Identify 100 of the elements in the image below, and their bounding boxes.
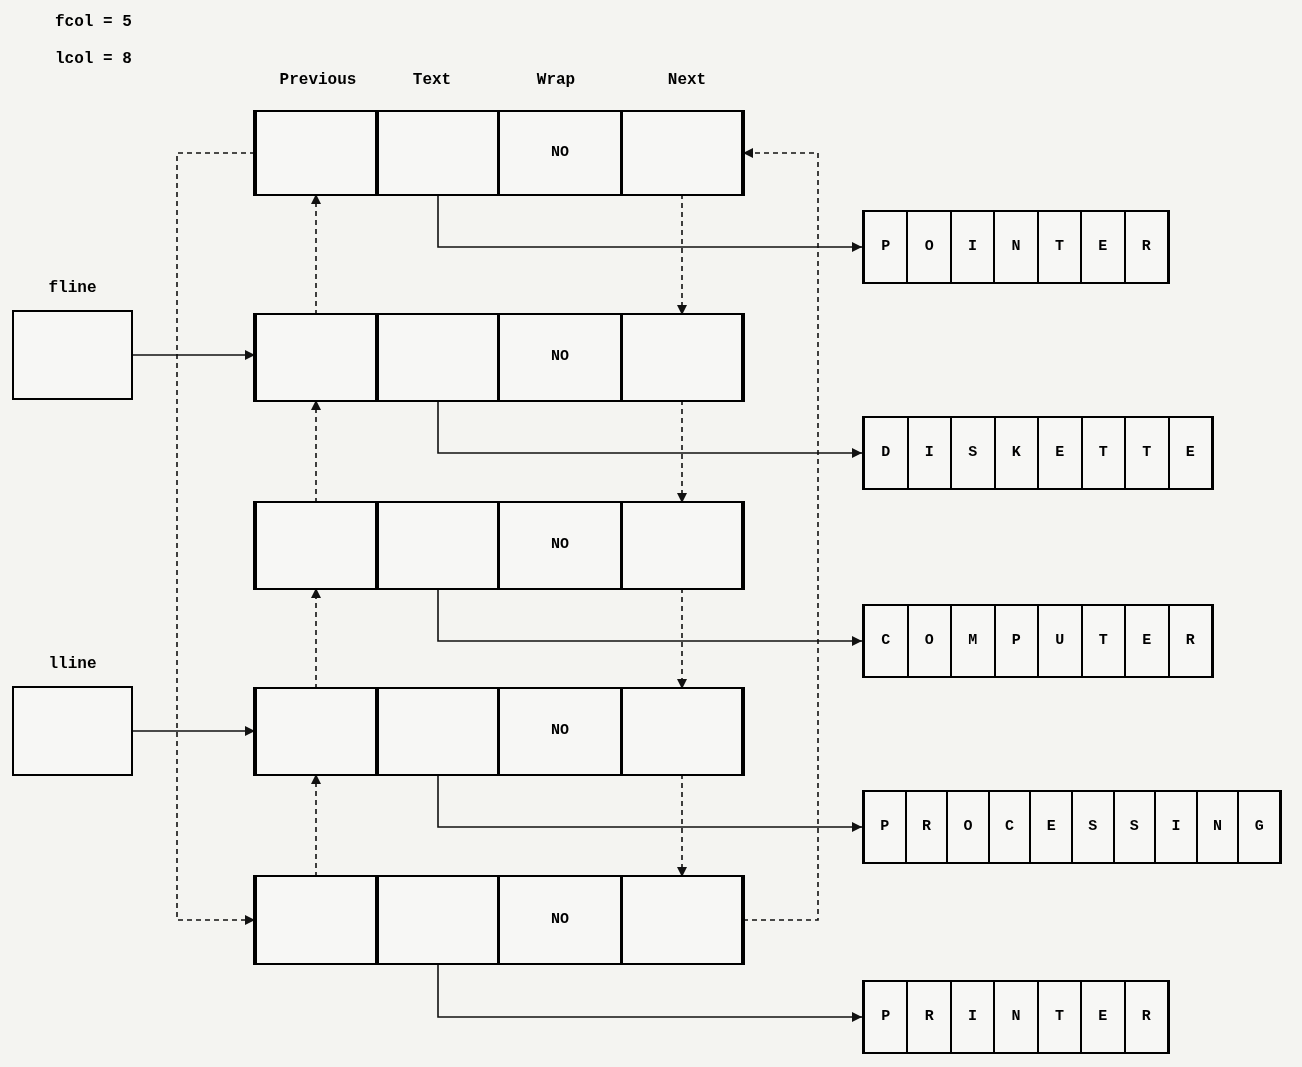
field-cell bbox=[951, 606, 995, 676]
field-cell bbox=[255, 315, 377, 400]
column-header: Previous bbox=[279, 70, 357, 91]
record-box bbox=[253, 875, 745, 965]
cell-text: I bbox=[924, 442, 934, 463]
cell-text: D bbox=[881, 442, 891, 463]
cell-text: R bbox=[1141, 1006, 1151, 1027]
column-header: Text bbox=[412, 70, 452, 91]
cell-text: R bbox=[1185, 630, 1195, 651]
cell-text: NO bbox=[551, 721, 569, 742]
cell-text: E bbox=[1185, 442, 1195, 463]
cell-text: U bbox=[1055, 630, 1065, 651]
field-cell bbox=[864, 418, 908, 488]
field-cell bbox=[907, 982, 951, 1052]
field-cell bbox=[994, 606, 1038, 676]
record-box bbox=[253, 313, 745, 402]
field-cell bbox=[621, 689, 743, 774]
field-cell bbox=[1124, 212, 1168, 282]
cell-text: C bbox=[881, 630, 891, 651]
cell-text: P bbox=[880, 816, 890, 837]
cell-text: T bbox=[1054, 1006, 1064, 1027]
cell-text: O bbox=[963, 816, 973, 837]
cell-text: NO bbox=[551, 909, 569, 930]
cell-text: G bbox=[1254, 816, 1264, 837]
record-box bbox=[862, 790, 1282, 864]
variable-name: lline bbox=[48, 654, 97, 675]
record-box bbox=[253, 687, 745, 776]
cell-text: P bbox=[881, 236, 891, 257]
column-header: Next bbox=[667, 70, 707, 91]
cell-text: M bbox=[968, 630, 978, 651]
field-cell bbox=[1030, 792, 1072, 862]
field-cell bbox=[255, 689, 377, 774]
variable-name: fline bbox=[48, 278, 97, 299]
record-box bbox=[253, 501, 745, 590]
field-cell bbox=[255, 877, 377, 963]
cell-text: S bbox=[1129, 816, 1139, 837]
field-cell bbox=[988, 792, 1031, 862]
field-cell bbox=[377, 689, 499, 774]
cell-text: O bbox=[924, 236, 934, 257]
field-cell bbox=[377, 315, 499, 400]
cell-text: I bbox=[1171, 816, 1181, 837]
cell-text: K bbox=[1011, 442, 1021, 463]
field-cell bbox=[499, 503, 621, 588]
cell-text: P bbox=[1011, 630, 1021, 651]
field-cell bbox=[994, 982, 1038, 1052]
cell-text: R bbox=[921, 816, 931, 837]
cell-text: E bbox=[1046, 816, 1056, 837]
field-cell bbox=[1038, 418, 1082, 488]
cell-text: E bbox=[1055, 442, 1065, 463]
field-cell bbox=[1238, 792, 1280, 862]
field-cell bbox=[1081, 212, 1125, 282]
field-cell bbox=[950, 982, 995, 1052]
field-cell bbox=[1124, 982, 1168, 1052]
cell-text: N bbox=[1011, 1006, 1021, 1027]
field-cell bbox=[1081, 606, 1125, 676]
field-cell bbox=[1071, 792, 1114, 862]
field-cell bbox=[621, 877, 743, 963]
field-cell bbox=[1168, 606, 1212, 676]
cell-text: R bbox=[1141, 236, 1151, 257]
field-cell bbox=[864, 982, 908, 1052]
cell-text: P bbox=[881, 1006, 891, 1027]
cell-text: T bbox=[1142, 442, 1152, 463]
field-cell bbox=[499, 877, 621, 963]
field-cell bbox=[621, 112, 743, 194]
field-cell bbox=[864, 606, 908, 676]
field-cell bbox=[255, 503, 377, 588]
cell-text: N bbox=[1011, 236, 1021, 257]
field-cell bbox=[1081, 418, 1125, 488]
cell-text: NO bbox=[551, 347, 569, 368]
field-cell bbox=[1037, 212, 1082, 282]
cell-text: E bbox=[1142, 630, 1152, 651]
cell-text: E bbox=[1098, 1006, 1108, 1027]
field-cell bbox=[864, 212, 908, 282]
field-cell bbox=[1038, 606, 1082, 676]
field-cell bbox=[905, 792, 948, 862]
field-cell bbox=[499, 112, 621, 194]
cell-text: E bbox=[1098, 236, 1108, 257]
record-box bbox=[862, 210, 1170, 284]
field-cell bbox=[499, 689, 621, 774]
cell-text: T bbox=[1098, 442, 1108, 463]
field-cell bbox=[907, 418, 951, 488]
cell-text: NO bbox=[551, 142, 569, 163]
cell-text: O bbox=[924, 630, 934, 651]
cell-text: T bbox=[1054, 236, 1064, 257]
field-cell bbox=[1081, 982, 1125, 1052]
field-cell bbox=[255, 112, 377, 194]
field-cell bbox=[1037, 982, 1082, 1052]
record-box bbox=[862, 604, 1214, 678]
field-cell bbox=[499, 315, 621, 400]
variable-note: lcol = 8 bbox=[55, 49, 132, 70]
field-cell bbox=[1155, 792, 1197, 862]
field-cell bbox=[1113, 792, 1156, 862]
field-cell bbox=[950, 212, 995, 282]
cell-text: I bbox=[968, 1006, 978, 1027]
field-cell bbox=[907, 606, 951, 676]
column-header: Wrap bbox=[536, 70, 576, 91]
field-cell bbox=[621, 315, 743, 400]
field-cell bbox=[377, 877, 499, 963]
record-box bbox=[862, 980, 1170, 1054]
field-cell bbox=[1168, 418, 1212, 488]
